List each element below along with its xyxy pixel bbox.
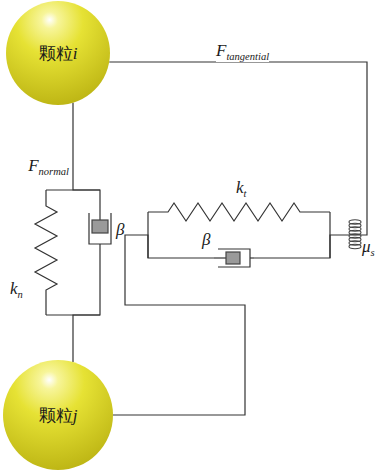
dashpot-rod: [250, 257, 254, 258]
dashpot-cylinder: [89, 213, 111, 244]
friction-slider-symbol: [349, 220, 361, 249]
sphere-body: [3, 360, 113, 470]
parameter-symbol: kn: [10, 280, 23, 300]
normal-top-bar: [46, 189, 100, 190]
sphere-body: [6, 1, 110, 105]
dashpot-piston: [92, 220, 108, 233]
dashpot-rod: [99, 208, 100, 220]
subscript: s: [371, 247, 375, 258]
symbol-letter: k: [236, 178, 244, 197]
symbol-letter: F: [216, 41, 226, 60]
parameter-symbol: μs: [362, 238, 375, 258]
parameter-symbol: kt: [236, 179, 246, 199]
subscript: normal: [39, 166, 69, 177]
dashpot-rod: [99, 244, 100, 248]
tangential-right-bar: [329, 212, 330, 258]
dashpot-rod: [214, 257, 226, 258]
normal-bottom-bar: [46, 314, 100, 315]
symbol-letter: k: [10, 279, 18, 298]
index-letter: j: [73, 406, 78, 425]
dashpot-ground: [214, 246, 254, 270]
dashpot-piston: [226, 252, 240, 264]
symbol-letter: F: [28, 156, 38, 175]
particle-sphere: 颗粒j: [3, 360, 113, 470]
name-part: 颗粒: [39, 44, 73, 63]
symbol-letter: β: [116, 220, 124, 239]
symbol-letter: μ: [362, 237, 371, 256]
tangential-left-bar: [147, 212, 148, 258]
index-letter: i: [73, 44, 78, 63]
particle-name: 颗粒i: [39, 45, 78, 62]
parameter-symbol: β: [202, 231, 210, 248]
spring-symbol: [148, 203, 330, 221]
particle-sphere: 颗粒i: [6, 1, 110, 105]
name-part: 颗粒: [39, 406, 73, 425]
dashpot-ground: [86, 208, 114, 248]
particle-name: 颗粒j: [39, 407, 78, 424]
force-connector: [109, 62, 367, 415]
subscript: tangential: [226, 51, 269, 62]
parameter-symbol: β: [116, 221, 124, 238]
force-label: Ftangential: [216, 42, 269, 62]
force-label: Fnormal: [28, 157, 69, 177]
dashpot-cylinder: [218, 249, 250, 267]
spring-symbol: [35, 190, 57, 315]
subscript: t: [244, 188, 247, 199]
symbol-letter: β: [202, 230, 210, 249]
subscript: n: [18, 289, 23, 300]
